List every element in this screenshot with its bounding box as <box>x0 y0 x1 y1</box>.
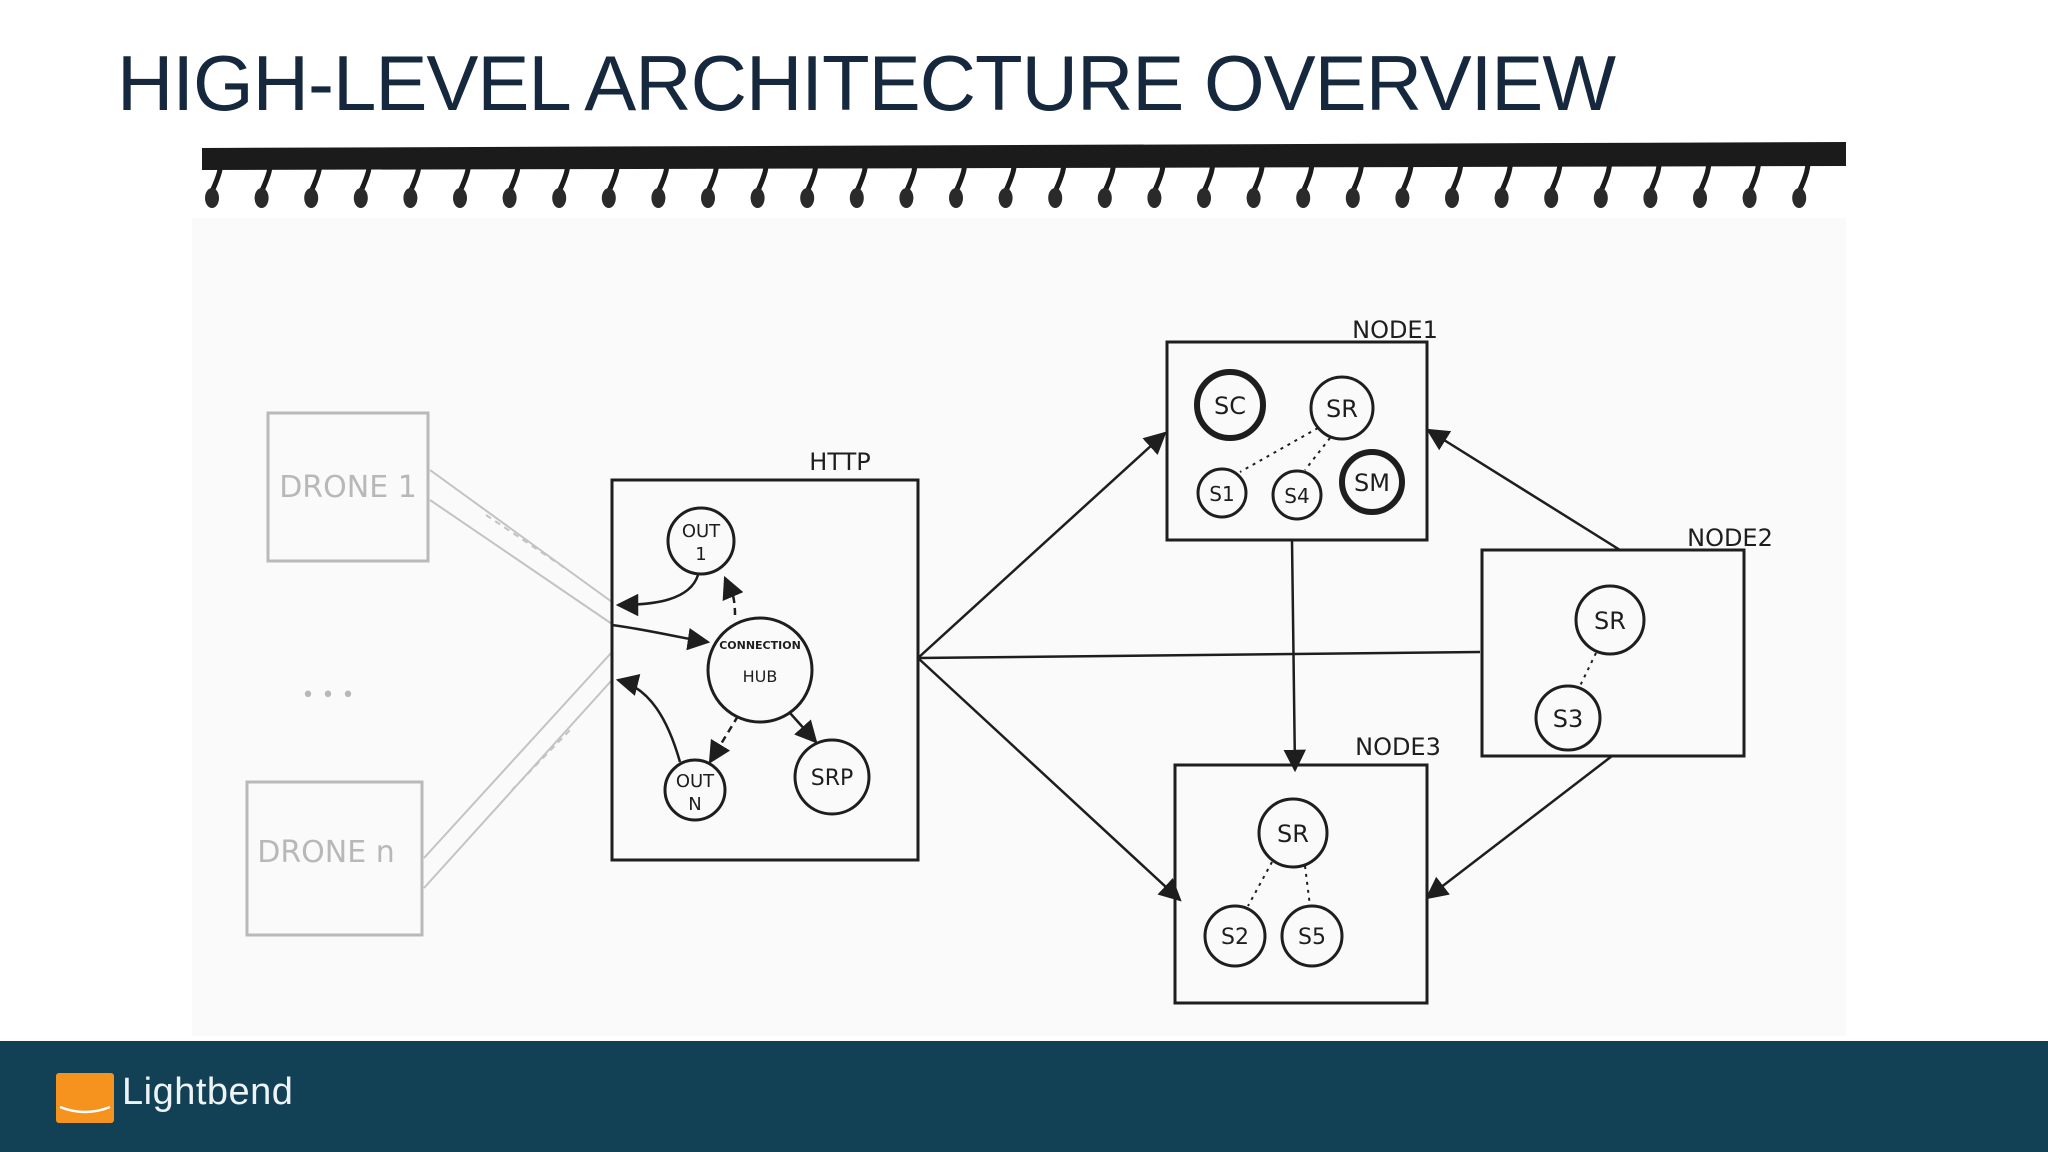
sc-node <box>1194 369 1266 441</box>
svg-text:1: 1 <box>695 544 706 565</box>
binding-hole <box>899 188 914 208</box>
svg-text:CONNECTION: CONNECTION <box>719 639 801 652</box>
svg-text:SR: SR <box>1594 607 1626 635</box>
binding-hole <box>949 188 963 208</box>
node2-label: NODE2 <box>1687 524 1773 552</box>
s3-node <box>1534 684 1602 752</box>
lightbend-logo-icon <box>56 1073 114 1123</box>
node2-sr-node <box>1574 584 1646 656</box>
binding-hole <box>651 188 666 208</box>
svg-text:SR: SR <box>1326 395 1358 423</box>
binding-strip <box>202 142 1846 170</box>
node3-sr-node <box>1257 797 1329 869</box>
svg-text:SR: SR <box>1277 820 1309 848</box>
binding-hole <box>1197 188 1211 208</box>
binding-hole <box>1792 188 1807 208</box>
binding-hole <box>403 188 418 208</box>
binding-hole <box>1296 188 1311 208</box>
binding-hole <box>1345 188 1360 208</box>
binding-hole <box>701 188 715 208</box>
drone-1-connection <box>429 469 613 625</box>
binding-hole <box>205 188 219 208</box>
s5-node <box>1280 904 1344 968</box>
svg-text:DRONE n: DRONE n <box>257 835 395 870</box>
binding-hole <box>1246 188 1261 208</box>
http-label: HTTP <box>809 448 870 476</box>
svg-text:S1: S1 <box>1209 482 1234 506</box>
binding-hole <box>1048 188 1063 208</box>
drone-1-box: DRONE 1 <box>266 411 430 563</box>
node3-label: NODE3 <box>1355 733 1441 761</box>
out-n-node <box>663 758 727 822</box>
s4-node <box>1271 469 1323 521</box>
binding-hole <box>1147 188 1162 208</box>
binding-hole <box>750 188 765 208</box>
spiral-binding <box>205 149 1811 208</box>
binding-hole <box>1445 188 1459 208</box>
svg-text:OUT: OUT <box>676 771 715 792</box>
drone-n-box: DRONE n <box>245 780 424 937</box>
binding-hole <box>1544 188 1559 208</box>
binding-hole <box>800 188 815 208</box>
binding-hole <box>1494 188 1509 208</box>
binding-hole <box>1097 188 1112 208</box>
binding-hole <box>1593 188 1608 208</box>
binding-hole <box>304 188 319 208</box>
svg-text:S3: S3 <box>1553 705 1584 733</box>
srp-node <box>793 738 871 816</box>
svg-text:S5: S5 <box>1298 925 1326 950</box>
svg-text:HUB: HUB <box>743 667 778 686</box>
http-box: HTTP OUT 1 CONNECTION HUB OUT N SRP <box>610 448 920 862</box>
binding-hole <box>1395 188 1410 208</box>
brand-name: Lightbend <box>122 1071 294 1113</box>
binding-hole <box>1742 188 1757 208</box>
svg-text:S2: S2 <box>1221 925 1249 950</box>
binding-hole <box>849 188 864 208</box>
paper-sheet <box>192 218 1846 1036</box>
svg-text:N: N <box>688 794 701 815</box>
binding-hole <box>552 188 567 208</box>
slide-title: HIGH-LEVEL ARCHITECTURE OVERVIEW <box>117 39 1616 127</box>
binding-hole <box>353 188 368 208</box>
out-1-node <box>666 506 736 576</box>
node1-label: NODE1 <box>1352 316 1438 344</box>
binding-hole <box>502 188 517 208</box>
footer-bar: Lightbend <box>0 1041 2048 1152</box>
node2-box: NODE2 SR S3 <box>1480 524 1773 758</box>
svg-text:OUT: OUT <box>682 521 721 542</box>
binding-hole <box>254 188 269 208</box>
architecture-sketch: DRONE 1 • • • DRONE n HTTP OUT 1 CONNECT… <box>192 142 1846 1036</box>
binding-hole <box>453 188 467 208</box>
node1-sr-node <box>1309 375 1375 441</box>
svg-text:SM: SM <box>1354 469 1390 497</box>
sm-node <box>1339 449 1405 515</box>
drone-n-connection <box>423 651 613 889</box>
s1-node <box>1196 467 1248 519</box>
svg-text:DRONE 1: DRONE 1 <box>279 470 417 505</box>
binding-hole <box>1643 188 1658 208</box>
svg-text:SC: SC <box>1214 392 1246 420</box>
svg-text:S4: S4 <box>1284 484 1309 508</box>
binding-hole <box>1693 188 1707 208</box>
binding-hole <box>601 188 616 208</box>
binding-hole <box>998 188 1013 208</box>
svg-text:SRP: SRP <box>811 766 854 791</box>
s2-node <box>1203 904 1267 968</box>
drones-ellipsis: • • • <box>302 683 355 708</box>
connection-hub-node <box>706 616 814 724</box>
network-links <box>917 428 1621 902</box>
